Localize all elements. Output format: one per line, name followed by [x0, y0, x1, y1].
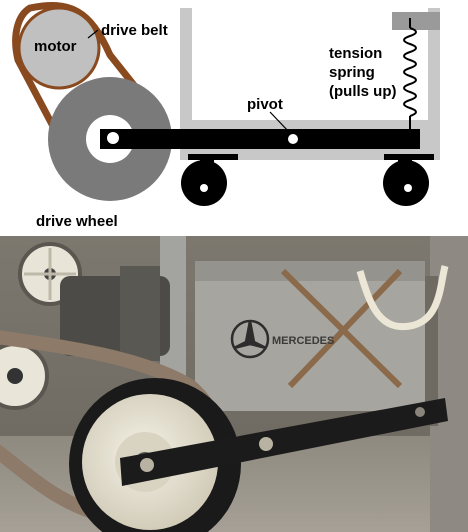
photo-brand-text: MERCEDES	[272, 335, 334, 347]
motor	[17, 6, 101, 90]
photo-arm-bolts	[140, 407, 425, 472]
pivot-bolt	[288, 134, 298, 144]
drive-wheel-label: drive wheel	[36, 213, 118, 230]
photo-motor-clamp	[120, 266, 160, 361]
pivot-pointer	[269, 111, 291, 134]
caster-wheel-right	[383, 160, 429, 206]
caster-mount-left	[188, 154, 238, 160]
caster-wheel-left	[181, 160, 227, 206]
photo-mercedes-logo	[230, 319, 270, 359]
photo-vacuum-box-shade	[195, 261, 425, 281]
mechanism-diagram: motor drive belt drive wheel pivot tensi…	[0, 0, 468, 236]
photo-lower-pulley	[0, 342, 49, 410]
spring-bracket	[392, 12, 440, 30]
diagram-drawing	[12, 2, 440, 206]
arm-axle-bolt	[107, 132, 119, 144]
photo-swing-arm	[120, 398, 448, 486]
motor-label: motor	[34, 38, 77, 55]
drive-belt-label: drive belt	[101, 22, 168, 39]
caster-mount-right	[384, 154, 434, 160]
mechanism-photo: MERCEDES	[0, 236, 468, 532]
photo-x-brace	[280, 268, 403, 389]
belt-pointer	[87, 29, 99, 39]
photo-white-hose	[356, 265, 449, 331]
chassis-frame	[180, 8, 440, 160]
swing-arm	[100, 129, 420, 149]
photo-drawing: MERCEDES	[0, 236, 468, 532]
pivot-label: pivot	[247, 96, 283, 113]
tension-spring-label: tension spring (pulls up)	[329, 45, 397, 100]
tension-spring	[403, 18, 417, 130]
